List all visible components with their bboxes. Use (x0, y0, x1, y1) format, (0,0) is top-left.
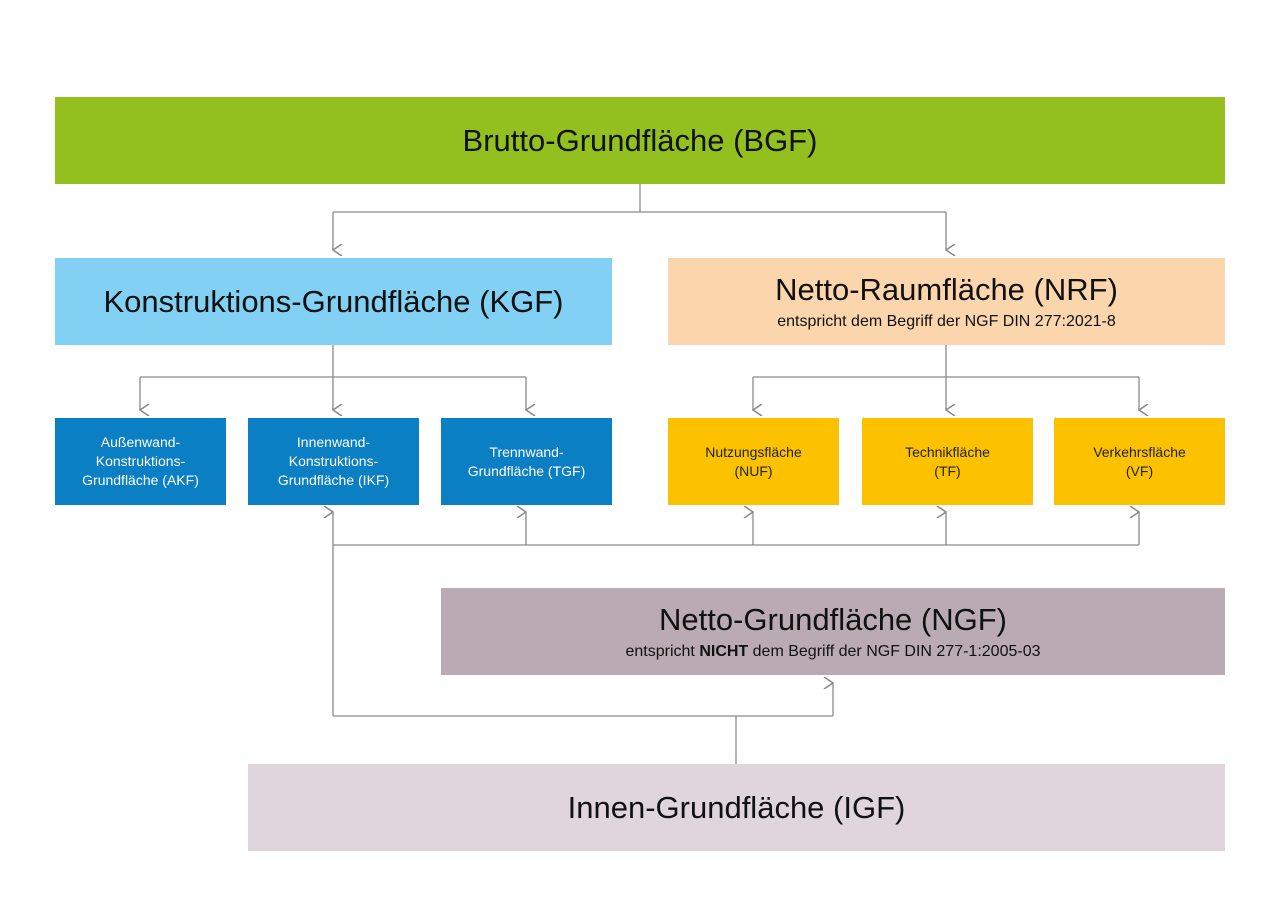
tf-box: Technikfläche (TF) (862, 418, 1033, 505)
nuf-box: Nutzungsfläche (NUF) (668, 418, 839, 505)
ngf-subtitle-post: dem Begriff der NGF DIN 277-1:2005-03 (748, 642, 1041, 660)
vf-line2: (VF) (1125, 462, 1154, 479)
kgf-connector (140, 345, 526, 378)
kgf-box: Konstruktions-Grundfläche (KGF) (55, 258, 612, 345)
akf-box: Außenwand- Konstruktions- Grundfläche (A… (55, 418, 226, 505)
nrf-subtitle: entspricht dem Begriff der NGF DIN 277:2… (777, 312, 1116, 330)
igf-title: Innen-Grundfläche (IGF) (567, 789, 906, 825)
ngf-title: Netto-Grundfläche (NGF) (659, 601, 1007, 637)
tf-line2: (TF) (934, 462, 961, 479)
tgf-line1: Trennwand- (489, 443, 564, 460)
igf-box: Innen-Grundfläche (IGF) (248, 764, 1225, 851)
akf-line2: Konstruktions- (95, 453, 186, 469)
akf-line1: Außenwand- (100, 434, 181, 450)
ngf-subtitle: entspricht NICHT dem Begriff der NGF DIN… (626, 642, 1041, 662)
tgf-line2: Grundfläche (TGF) (467, 462, 586, 479)
ngf-subtitle-bold: NICHT (699, 642, 749, 660)
bgf-title: Brutto-Grundfläche (BGF) (462, 122, 818, 158)
igf-connector (332, 545, 833, 764)
bgf-connector (333, 184, 946, 213)
ngf-subtitle-pre: entspricht (625, 642, 700, 660)
nuf-line2: (NUF) (734, 462, 773, 479)
ikf-line1: Innenwand- (296, 434, 371, 450)
nrf-connector (753, 345, 1139, 378)
tgf-box: Trennwand- Grundfläche (TGF) (441, 418, 612, 505)
ikf-box: Innenwand- Konstruktions- Grundfläche (I… (248, 418, 419, 505)
vf-line1: Verkehrsfläche (1093, 443, 1186, 460)
ngf-box: Netto-Grundfläche (NGF) entspricht NICHT… (441, 588, 1225, 675)
akf-line3: Grundfläche (AKF) (82, 472, 199, 488)
tf-line1: Technikfläche (905, 443, 990, 460)
ikf-line2: Konstruktions- (288, 453, 379, 469)
bgf-box: Brutto-Grundfläche (BGF) (55, 97, 1225, 184)
kgf-title: Konstruktions-Grundfläche (KGF) (103, 283, 564, 319)
ikf-line3: Grundfläche (IKF) (277, 472, 390, 488)
vf-box: Verkehrsfläche (VF) (1054, 418, 1225, 505)
nrf-box: Netto-Raumfläche (NRF) entspricht dem Be… (668, 258, 1225, 345)
nrf-title: Netto-Raumfläche (NRF) (775, 271, 1118, 307)
nuf-line1: Nutzungsfläche (705, 443, 802, 460)
